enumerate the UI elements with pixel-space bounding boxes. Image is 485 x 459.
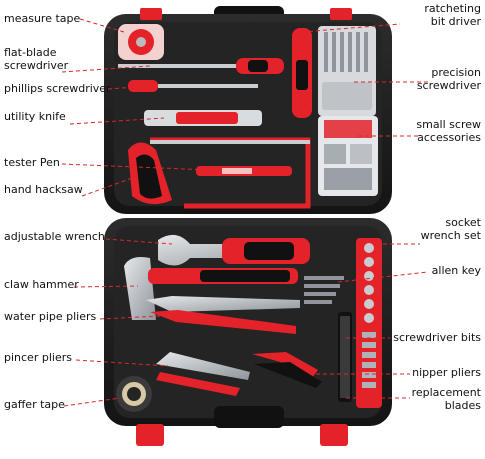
- label-phillips-screwdriver: phillips screwdriver: [4, 82, 111, 95]
- claw-hammer-tool: [124, 257, 298, 320]
- label-text: screwdriver bits: [393, 331, 481, 344]
- label-text: nipper pliers: [412, 366, 481, 379]
- nipper-pliers-tool: [252, 352, 322, 388]
- label-text: ratcheting: [424, 2, 481, 15]
- label-gaffer-tape: gaffer tape: [4, 398, 65, 411]
- label-text: screwdriver: [416, 79, 481, 92]
- label-replacement-blades: replacement blades: [412, 386, 481, 412]
- label-text: claw hammer: [4, 278, 79, 291]
- label-utility-knife: utility knife: [4, 110, 66, 123]
- label-allen-key: allen key: [432, 264, 481, 277]
- label-text: accessories: [417, 131, 481, 144]
- label-text: wrench set: [420, 229, 481, 242]
- ratcheting-driver-tool: [292, 28, 312, 118]
- socket-wrench-set-tool: [356, 238, 382, 408]
- label-text: pincer pliers: [4, 351, 72, 364]
- label-text: bit driver: [430, 15, 481, 28]
- flat-blade-screwdriver-tool: [118, 58, 284, 74]
- water-pipe-pliers-tool: [146, 296, 300, 334]
- label-text: screwdriver: [4, 59, 69, 72]
- label-text: utility knife: [4, 110, 66, 123]
- tester-pen-tool: [196, 166, 292, 176]
- screwdriver-bits-holder: [338, 312, 352, 402]
- label-text: flat-blade: [4, 46, 57, 59]
- hand-hacksaw-tool: [128, 137, 311, 209]
- allen-key-set: [304, 276, 344, 304]
- label-hand-hacksaw: hand hacksaw: [4, 183, 83, 196]
- adjustable-wrench-tool: [158, 234, 310, 266]
- label-water-pipe-pliers: water pipe pliers: [4, 310, 96, 323]
- label-text: measure tape: [4, 12, 81, 25]
- label-measure-tape: measure tape: [4, 12, 80, 25]
- label-socket-wrench-set: socket wrench set: [421, 216, 481, 242]
- label-text: small screw: [416, 118, 481, 131]
- label-text: tester Pen: [4, 156, 60, 169]
- label-text: gaffer tape: [4, 398, 65, 411]
- pincer-pliers-tool: [156, 352, 250, 396]
- label-adjustable-wrench: adjustable wrench: [4, 230, 105, 243]
- label-small-screw-accessories: small screw accessories: [416, 118, 481, 144]
- label-text: phillips screwdriver: [4, 82, 111, 95]
- label-pincer-pliers: pincer pliers: [4, 351, 72, 364]
- label-tester-pen: tester Pen: [4, 156, 60, 169]
- label-flat-blade-screwdriver: flat-blade screwdriver: [4, 46, 68, 72]
- precision-screwdriver-tray: [318, 26, 376, 116]
- gaffer-tape-roll: [116, 376, 152, 412]
- label-text: water pipe pliers: [4, 310, 97, 323]
- label-claw-hammer: claw hammer: [4, 278, 79, 291]
- measure-tape-tool: [118, 24, 164, 60]
- label-text: blades: [444, 399, 481, 412]
- leader-lines: [61, 18, 430, 407]
- label-screwdriver-bits: screwdriver bits: [393, 331, 481, 344]
- label-nipper-pliers: nipper pliers: [412, 366, 481, 379]
- utility-knife-tool: [144, 110, 262, 126]
- label-text: allen key: [431, 264, 481, 277]
- label-text: replacement: [411, 386, 481, 399]
- label-precision-screwdriver: precision screwdriver: [417, 66, 481, 92]
- label-text: socket: [445, 216, 481, 229]
- small-screw-box: [318, 116, 378, 196]
- label-ratcheting-bit-driver: ratcheting bit driver: [424, 2, 481, 28]
- label-text: precision: [431, 66, 481, 79]
- label-text: adjustable wrench: [4, 230, 105, 243]
- label-text: hand hacksaw: [4, 183, 83, 196]
